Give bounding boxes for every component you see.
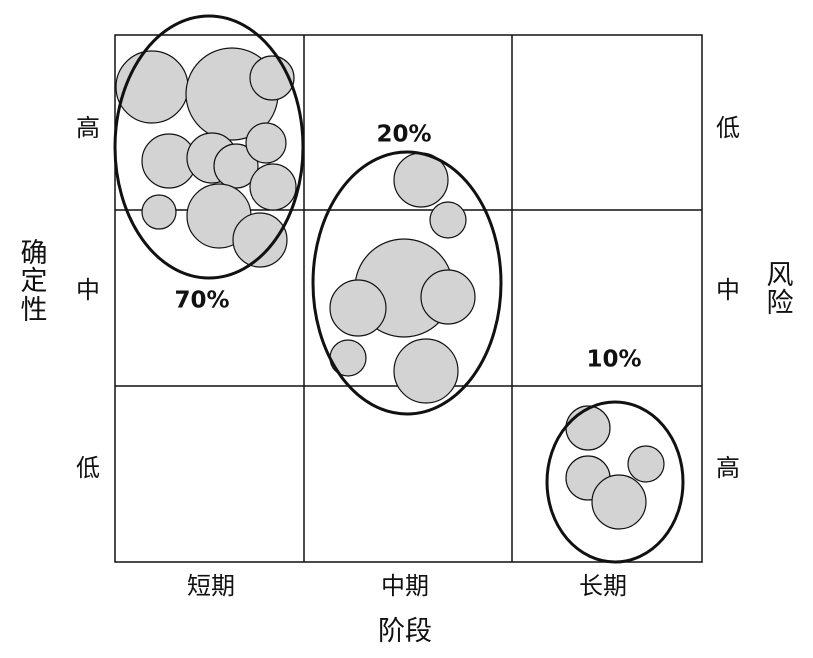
bubble [393, 338, 459, 404]
bubble [232, 212, 288, 268]
grid-outline [114, 34, 703, 563]
y-level-high: 高 [76, 114, 100, 142]
bubbles-short-term [115, 47, 297, 268]
x-stage-short-term: 短期 [187, 572, 235, 600]
bubble [141, 194, 177, 230]
bubble [429, 201, 467, 239]
y-level-mid: 中 [76, 276, 100, 304]
x-stage-mid-term: 中期 [381, 572, 429, 600]
x-axis-title: 阶段 [378, 615, 432, 647]
bubble [329, 279, 387, 337]
group-percent-mid-term: 20% [376, 121, 432, 148]
bubble [627, 445, 665, 483]
grid [114, 34, 703, 563]
group-ellipses [113, 14, 685, 564]
bubble [249, 163, 297, 211]
bubble [591, 474, 647, 530]
y-level-low: 低 [76, 454, 100, 482]
risk-level-high: 高 [716, 454, 740, 482]
group-percent-long-term: 10% [586, 346, 642, 373]
risk-axis-title: 风险 [766, 260, 794, 320]
bubble [245, 122, 287, 164]
bubble [213, 143, 259, 189]
group-ellipse-short-term [113, 14, 305, 280]
bubble [565, 405, 611, 451]
y-axis-title: 确定性 [20, 238, 48, 326]
bubbles-mid-term [329, 152, 476, 404]
bubble [420, 269, 476, 325]
group-ellipse-long-term [545, 400, 685, 564]
risk-level-mid: 中 [716, 276, 740, 304]
risk-level-low: 低 [716, 114, 740, 142]
group-ellipse-mid-term [311, 150, 503, 416]
group-percent-short-term: 70% [174, 287, 230, 314]
bubbles-long-term [565, 405, 665, 530]
x-stage-long-term: 长期 [579, 572, 627, 600]
